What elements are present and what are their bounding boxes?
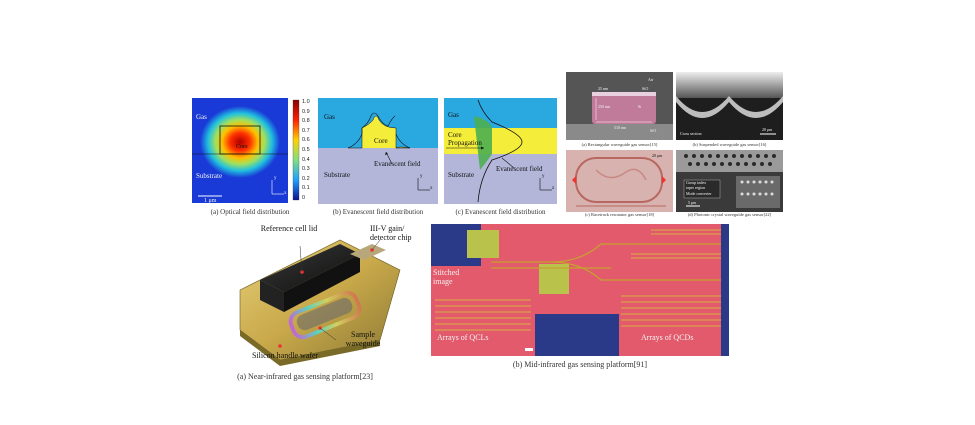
sem-racetrack-resonator: 20 μm: [566, 150, 673, 212]
label-evanescent: Evanescent field: [374, 160, 421, 168]
scale-bar-label: 1 μm: [204, 198, 217, 204]
optical-field-plot: [192, 98, 300, 203]
label-mode-converter: Mode converter: [686, 191, 712, 196]
label-silicon-handle-wafer: Silicon handle wafer: [252, 351, 319, 360]
tick: 0.2: [302, 175, 310, 182]
sem-rectangular-waveguide: Air SiO 25 nm 250 nm Si 510 nm SiO: [566, 72, 673, 140]
label-air: Air: [648, 77, 654, 82]
caption-rectangular: (a) Rectangular waveguide gas sensor[15]: [581, 142, 658, 147]
tick: 0.4: [302, 156, 310, 163]
panel-evanescent-x: Gas Core Evanescent field Substrate y x: [318, 98, 438, 204]
tick: 0.8: [302, 118, 310, 125]
axis-z-label: z: [552, 186, 555, 191]
tick: 0.7: [302, 127, 310, 134]
caption-nir-platform: (a) Near-infrared gas sensing platform[2…: [237, 372, 373, 381]
tick: 0: [302, 194, 306, 201]
label-arrays-qcds: Arrays of QCDs: [641, 333, 694, 342]
mir-chip-image: [431, 224, 729, 356]
label-propagation: Propagation: [448, 139, 482, 147]
tick: 0.5: [302, 146, 310, 153]
label-dim-250nm: 250 nm: [598, 104, 611, 109]
tick: 1.0: [302, 99, 310, 105]
label-substrate: Substrate: [324, 171, 351, 179]
label-group-index: Group index: [686, 180, 707, 185]
label-reference-cell-lid: Reference cell lid: [260, 224, 318, 233]
axis-y-label: y: [274, 176, 277, 181]
caption-evanescent-x: (b) Evanescent field distribution: [332, 208, 424, 216]
axis-x-label: x: [284, 191, 287, 196]
tick: 0.3: [302, 166, 310, 173]
label-si: Si: [638, 104, 642, 109]
label-dim-25nm: 25 nm: [598, 86, 609, 91]
label-gain-detector-chip: III-V gain/ detector chip: [370, 224, 412, 242]
axis-x-label: x: [430, 186, 433, 191]
label-gas: Gas: [196, 113, 207, 121]
label-substrate: Substrate: [196, 172, 223, 180]
panel-optical-field: Gas Core Substrate 1 μm y x: [192, 98, 302, 218]
label-gas: Gas: [448, 111, 459, 119]
tick: 0.6: [302, 137, 310, 144]
panel-evanescent-z: Gas Core Propagation Evanescent field Su…: [444, 98, 557, 204]
tick: 0.1: [302, 185, 310, 192]
caption-mir-platform: (b) Mid-infrared gas sensing platform[91…: [512, 360, 648, 369]
caption-evanescent-z: (c) Evanescent field distribution: [455, 208, 546, 216]
label-evanescent: Evanescent field: [496, 165, 543, 173]
caption-optical-field: (a) Optical field distribution: [210, 208, 290, 216]
scale-bar-label: 20 μm: [762, 127, 773, 132]
label-taper-region: taper region: [686, 185, 706, 190]
evanescent-x-diagram: [318, 98, 438, 204]
panel-mir-platform: Stitched image Arrays of QCLs Arrays of …: [431, 224, 729, 356]
evanescent-z-diagram: [444, 98, 557, 204]
nir-chip-illustration: [239, 239, 401, 366]
axis-y-label: y: [542, 174, 545, 179]
caption-photonic-crystal: (d) Photonic crystal waveguide gas senso…: [687, 212, 772, 217]
label-dim-510nm: 510 nm: [614, 125, 627, 130]
scale-bar-label: 20 μm: [652, 153, 663, 158]
label-gas: Gas: [324, 113, 335, 121]
label-cross-section: Cross section: [680, 131, 702, 136]
colorbar-tick-labels: 1.0 0.9 0.8 0.7 0.6 0.5 0.4 0.3 0.2 0.1 …: [302, 98, 318, 204]
label-core: Core: [236, 144, 248, 150]
scale-bar-label: 5 μm: [688, 200, 697, 205]
sem-suspended-waveguide: Cross section 20 μm: [676, 72, 783, 140]
panel-nir-platform: Reference cell lid III-V gain/ detector …: [200, 220, 420, 370]
caption-racetrack: (c) Racetrack resonator gas sensor[18]: [584, 212, 655, 217]
caption-suspended: (b) Suspended waveguide gas sensor[16]: [692, 142, 767, 147]
label-core: Core: [448, 131, 462, 139]
label-substrate: Substrate: [448, 171, 475, 179]
label-sio2-bottom: SiO: [650, 128, 657, 133]
label-core: Core: [374, 137, 388, 145]
label-sample-waveguide: Sample waveguide: [345, 330, 381, 348]
label-sio2-top: SiO: [642, 86, 649, 91]
axis-y-label: y: [420, 174, 423, 179]
label-arrays-qcls: Arrays of QCLs: [437, 333, 489, 342]
sem-photonic-crystal-waveguide: Group index taper region Mode converter …: [676, 150, 783, 212]
label-stitched-image: Stitched image: [433, 268, 460, 286]
tick: 0.9: [302, 108, 310, 115]
